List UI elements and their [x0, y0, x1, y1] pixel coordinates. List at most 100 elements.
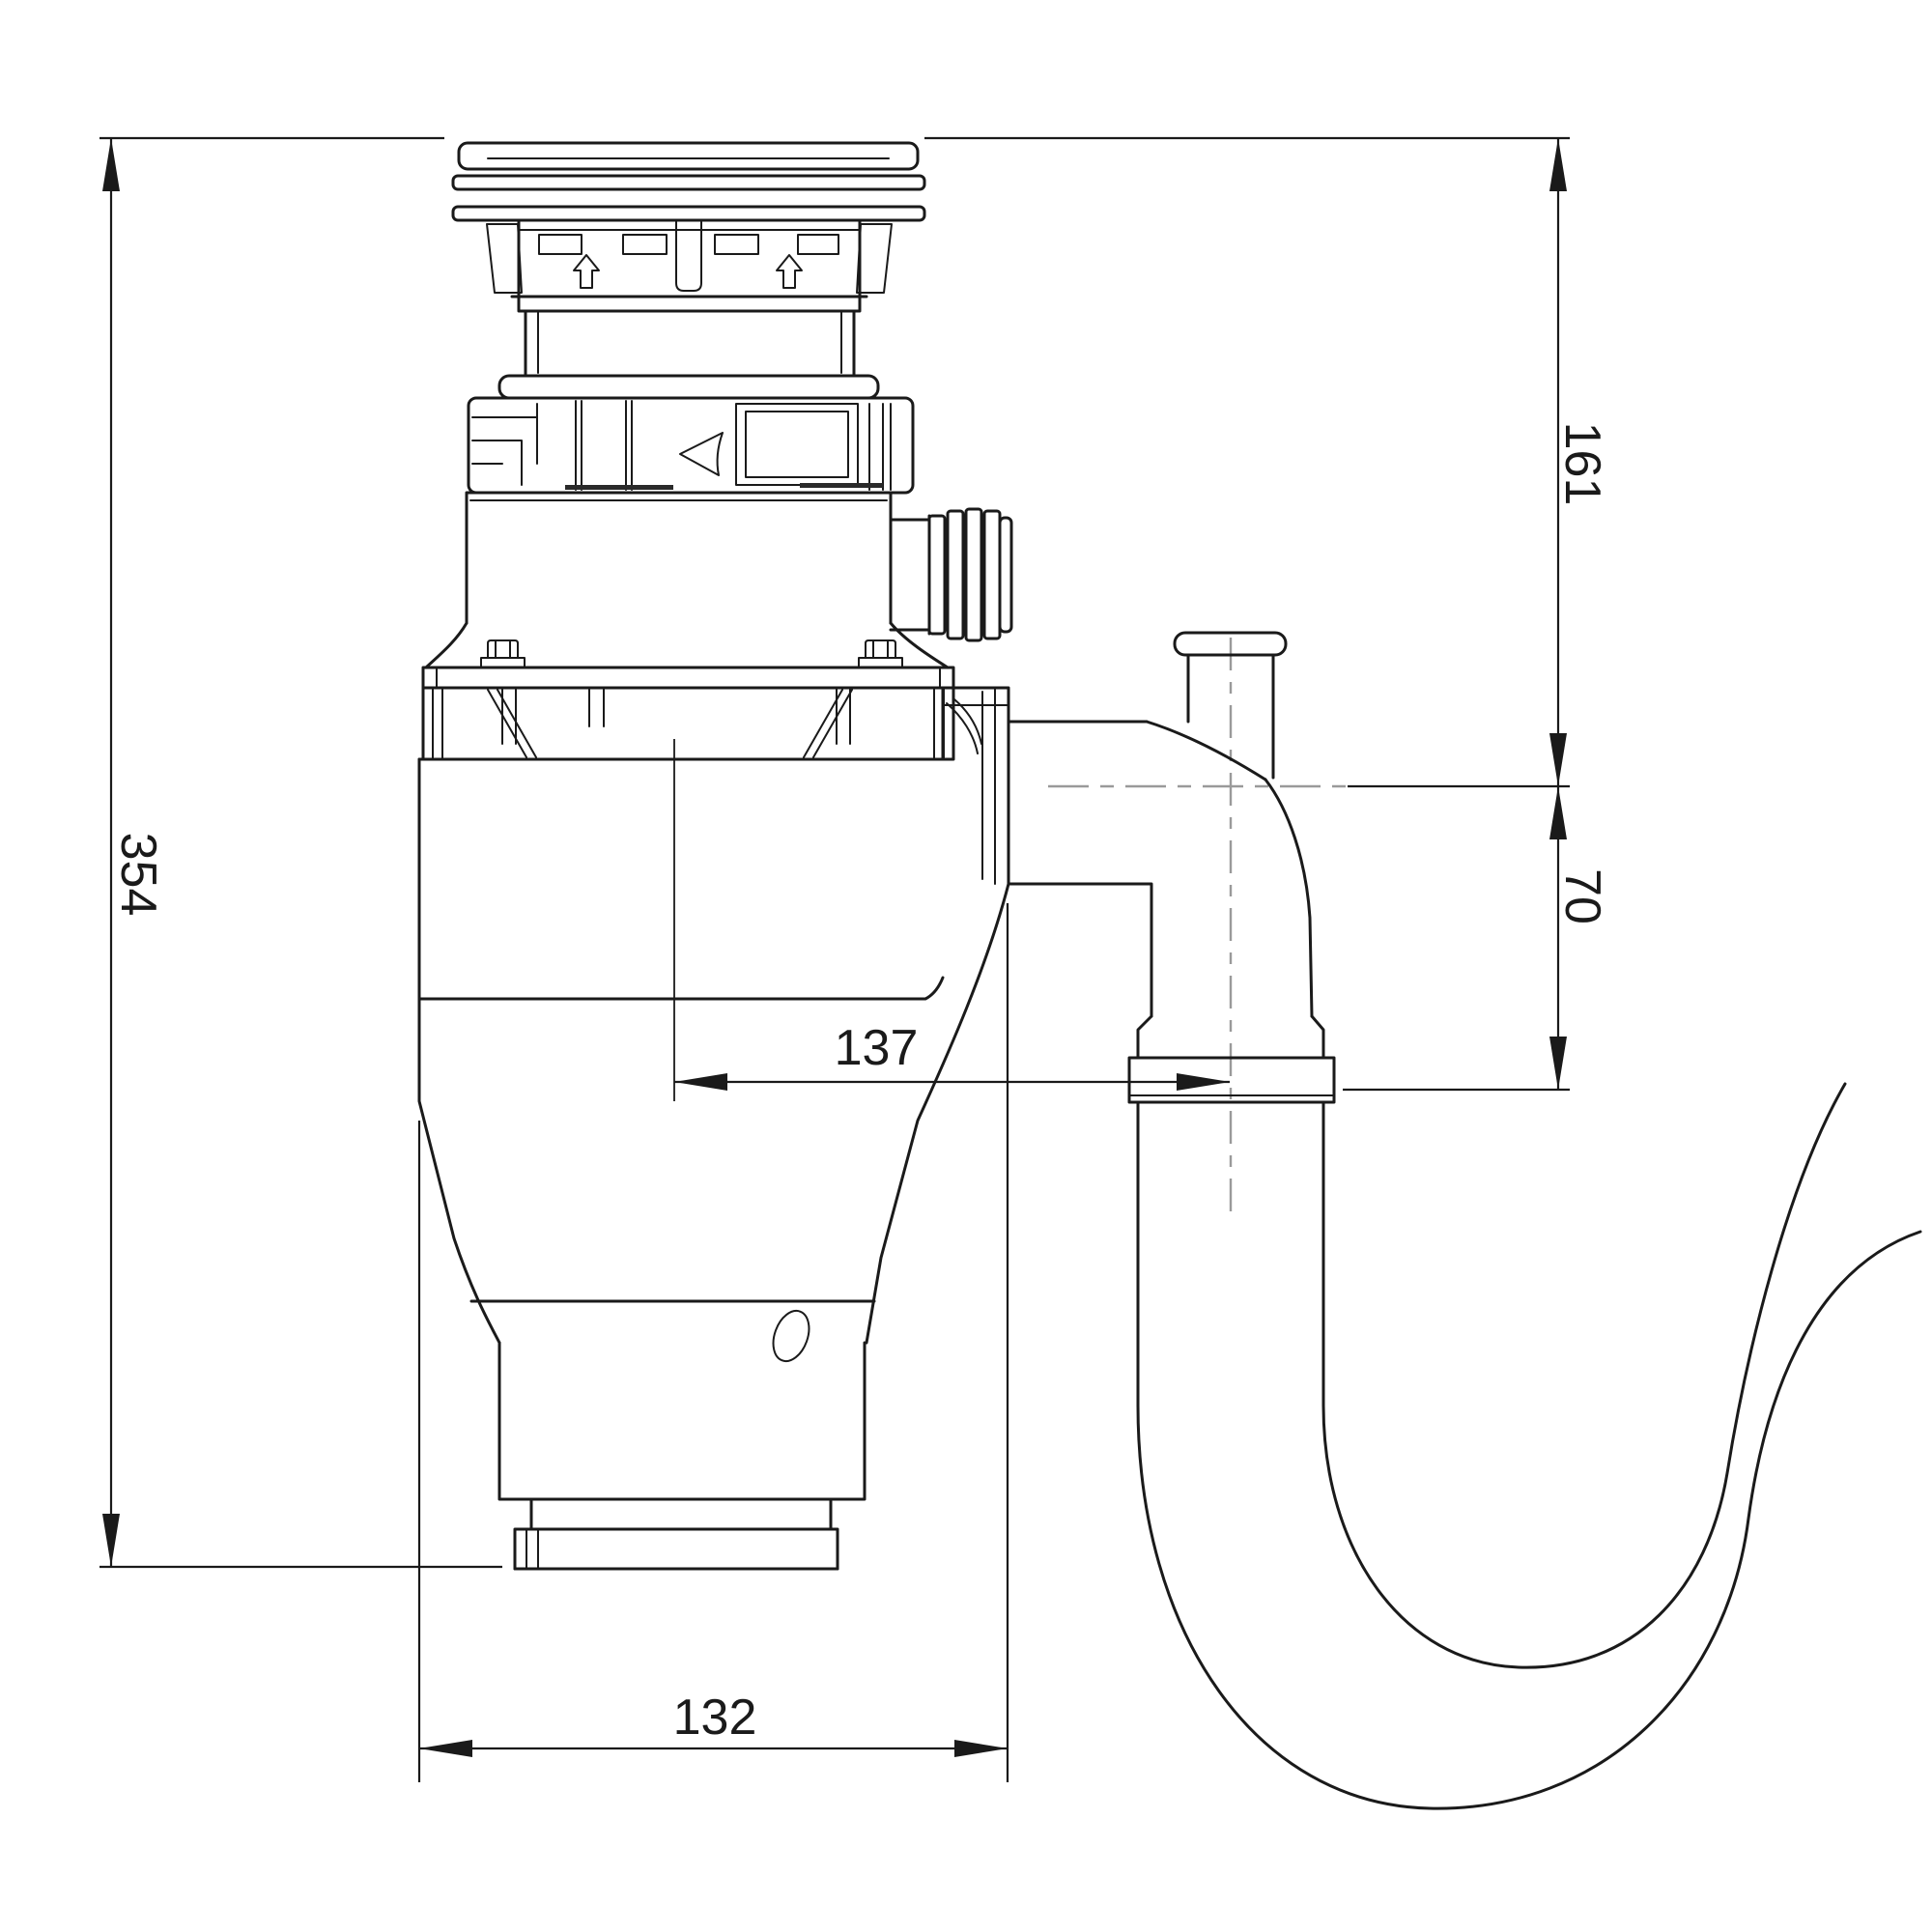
mount-center-channel	[675, 219, 702, 292]
upper-shoulder	[497, 374, 880, 400]
collar-end-ribs	[432, 687, 945, 760]
collar-slots	[501, 687, 851, 745]
dw-rib-end	[998, 516, 1013, 634]
flange-plate-ticks	[436, 667, 941, 689]
up-arrow-icon	[776, 254, 803, 289]
collar-gussets	[487, 689, 853, 758]
clamp-ribs-right	[868, 403, 892, 491]
outlet-boss	[941, 686, 1010, 886]
arrow-down-icon	[1549, 733, 1567, 786]
elbow-upper-curve	[1145, 720, 1267, 781]
sink-flange-disc	[457, 141, 920, 171]
standpipe-walls	[1186, 653, 1275, 780]
oval-detail	[772, 1309, 810, 1363]
mount-slot	[622, 234, 668, 255]
dimension-overall-height: 354	[99, 136, 502, 1569]
sink-flange-ring	[451, 174, 926, 191]
u-bend-outer-curve	[1136, 1230, 1922, 1810]
mount-slot	[538, 234, 582, 255]
neck	[524, 309, 856, 378]
arrow-up-icon	[1549, 138, 1567, 191]
reset-window-inner	[745, 411, 849, 478]
body-left-edge	[417, 757, 501, 1345]
disposer-unit	[417, 141, 1013, 1571]
mount-band-sides	[517, 218, 862, 298]
flange-plate	[421, 666, 955, 690]
elbow-outer-curve	[1264, 778, 1314, 1018]
trap-hub	[1136, 1014, 1325, 1060]
dim-label-161: 161	[1554, 422, 1610, 506]
hex-bolt	[480, 639, 526, 668]
arrow-down-icon	[1549, 1037, 1567, 1090]
dw-rib	[927, 514, 947, 636]
sink-flange	[451, 141, 926, 222]
bolt-flange	[421, 621, 955, 690]
clamp-ribs-left	[575, 400, 633, 491]
elbow-inner-wall	[1148, 882, 1153, 1018]
arrow-down-icon	[102, 1514, 120, 1567]
centerlines	[673, 638, 1350, 1217]
dw-rib	[982, 509, 1002, 640]
reset-window-outer	[735, 403, 859, 486]
arrow-right-icon	[1177, 1073, 1230, 1091]
standpipe-flange	[1173, 631, 1288, 657]
body-right-edge	[865, 882, 1010, 1345]
motor-housing	[417, 757, 1010, 1363]
molded-text-mark	[565, 485, 673, 490]
discharge-tube	[513, 1527, 839, 1571]
mount-bottom-ring	[510, 295, 868, 313]
dw-rib	[946, 509, 965, 640]
arrow-left-icon	[674, 1073, 727, 1091]
discharge-tube-ribs	[526, 1528, 539, 1570]
bolt-washer	[480, 657, 526, 668]
slip-nut	[1127, 1056, 1336, 1104]
u-bend-inner-curve	[1321, 1082, 1847, 1669]
bolt-head	[865, 639, 896, 659]
dw-rib	[964, 507, 983, 642]
discharge-collar	[529, 1497, 833, 1531]
mounting-collar	[421, 686, 955, 761]
molded-text-mark	[800, 483, 883, 488]
dimension-center-to-trap: 137	[674, 1020, 1230, 1091]
boss-outline	[941, 686, 1010, 886]
clamp-ring	[467, 396, 915, 495]
neck-inner-lines	[537, 310, 842, 374]
up-arrow-icon	[573, 254, 600, 289]
dimension-body-width: 132	[417, 903, 1009, 1782]
body-seam	[417, 976, 945, 1001]
hex-bolt	[858, 639, 903, 668]
dim-label-132: 132	[673, 1690, 757, 1746]
bolt-washer	[858, 657, 903, 668]
latch-detail	[471, 403, 538, 486]
boss-hooks	[946, 698, 982, 754]
dimension-outlet-to-trap: 70	[1343, 786, 1610, 1092]
grind-chamber	[465, 491, 893, 625]
dishwasher-inlet	[889, 507, 1013, 642]
lower-housing	[497, 1341, 867, 1571]
outlet-tube	[1007, 720, 1151, 886]
flap-glyph	[679, 432, 724, 476]
bolt-head	[487, 639, 519, 659]
trap-downpipe	[1136, 1100, 1325, 1407]
arrow-up-icon	[102, 138, 120, 191]
flare	[424, 621, 950, 669]
arrow-right-icon	[954, 1740, 1008, 1757]
lower-housing-walls	[497, 1341, 867, 1501]
dim-label-354: 354	[110, 833, 166, 917]
mount-left-leg	[486, 223, 523, 294]
p-trap	[1007, 631, 1922, 1810]
arrow-left-icon	[419, 1740, 472, 1757]
grind-chamber-walls	[465, 491, 893, 625]
mount-slot	[714, 234, 759, 255]
dw-stub	[889, 514, 931, 636]
dimension-flange-to-outlet: 161	[924, 136, 1610, 788]
mount-slot	[797, 234, 839, 255]
mount-right-leg	[856, 223, 893, 294]
dim-label-70: 70	[1554, 868, 1610, 924]
arrow-up-icon	[1549, 786, 1567, 839]
neck-walls	[524, 309, 856, 378]
sink-mounting-ring	[451, 205, 926, 222]
boss-steps	[942, 687, 1009, 885]
